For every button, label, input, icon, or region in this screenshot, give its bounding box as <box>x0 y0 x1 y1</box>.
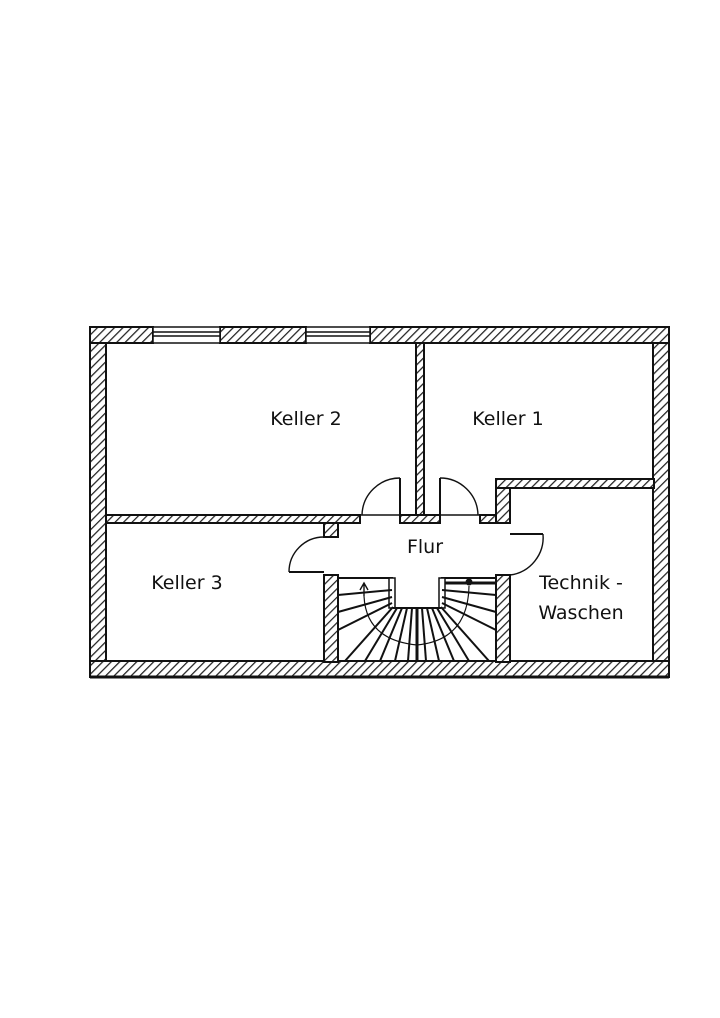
room-label-keller-2: Keller 2 <box>270 408 341 430</box>
room-label-flur: Flur <box>407 536 443 558</box>
window-2 <box>305 326 371 344</box>
stair-tread <box>421 607 427 662</box>
stair-tread <box>441 596 497 613</box>
interior-walls <box>105 342 655 663</box>
stair-tread <box>364 607 398 662</box>
stair-tread <box>379 607 403 662</box>
outer-walls <box>89 326 670 679</box>
staircase <box>337 577 497 662</box>
window-1 <box>152 326 221 344</box>
door-keller-3[interactable] <box>288 536 325 573</box>
door-technik[interactable] <box>509 533 544 576</box>
room-label-keller-3: Keller 3 <box>151 572 222 594</box>
stair-tread <box>337 589 393 596</box>
door-keller-2[interactable] <box>361 477 401 516</box>
stair-tread <box>436 607 470 662</box>
stair-tread <box>441 602 497 631</box>
stair-tread <box>337 602 393 631</box>
stair-tread <box>394 607 408 662</box>
stair-tread <box>431 607 455 662</box>
stair-tread <box>440 606 490 662</box>
room-label-technik: Technik - <box>538 572 623 594</box>
stair-tread <box>426 607 440 662</box>
room-label-keller-1: Keller 1 <box>472 408 543 430</box>
stair-walking-line <box>363 585 470 646</box>
stair-tread <box>344 606 394 662</box>
door-keller-1[interactable] <box>439 477 479 516</box>
stair-tread <box>407 607 413 662</box>
room-label-waschen: Waschen <box>538 602 623 624</box>
